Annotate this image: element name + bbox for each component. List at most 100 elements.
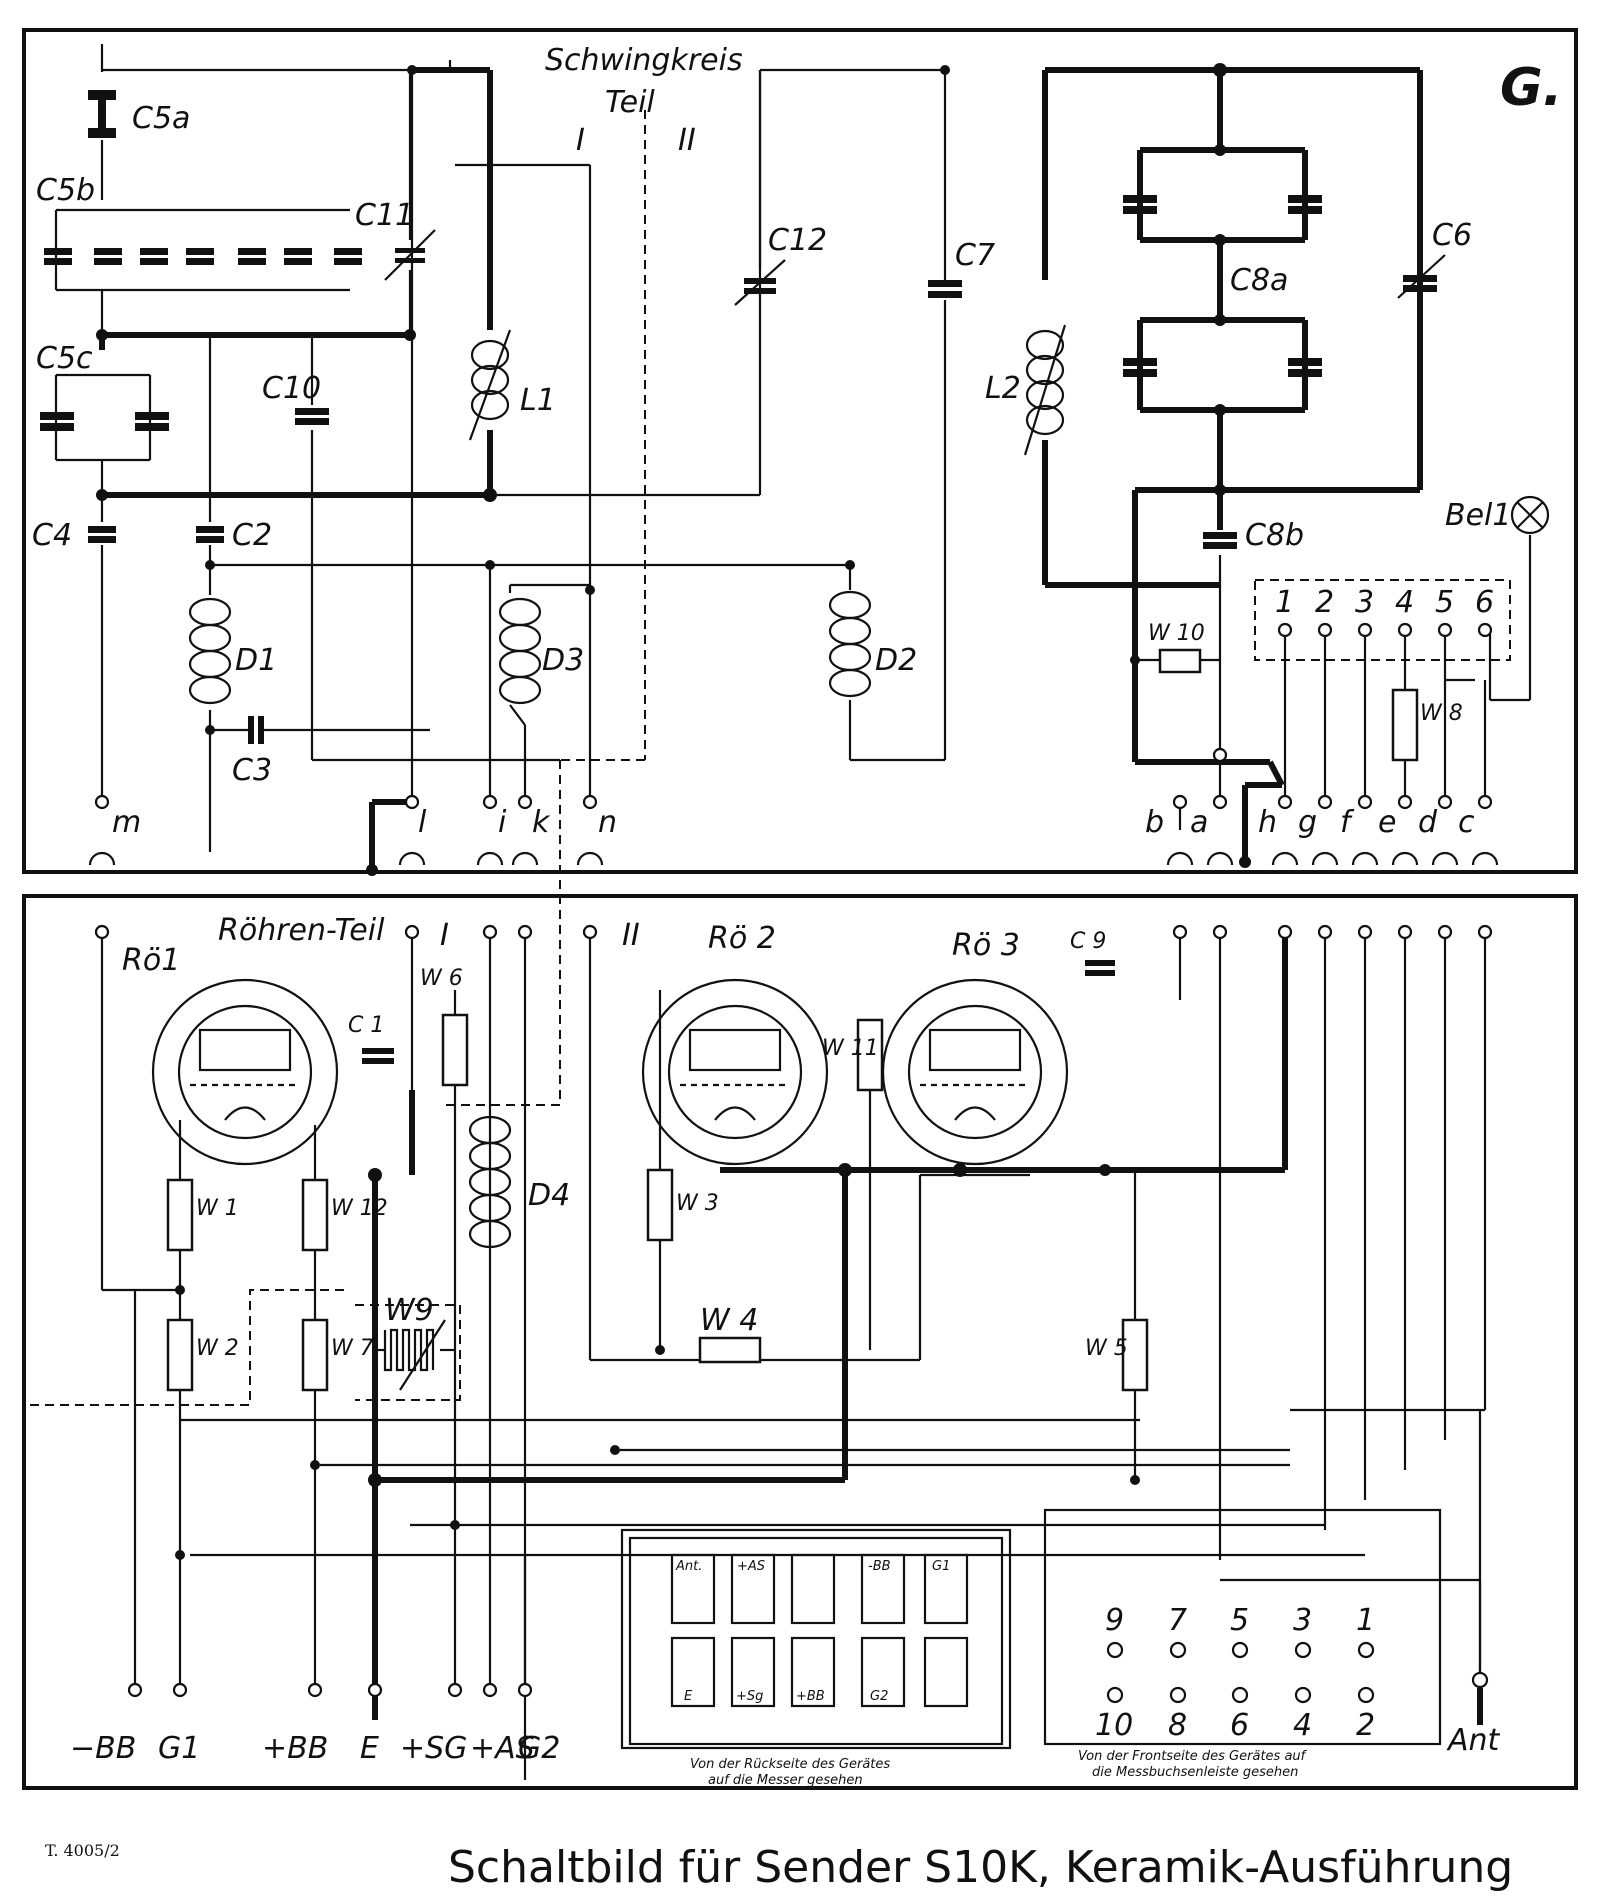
svg-text:−BB: −BB [70, 1731, 136, 1766]
resistor-W2 [166, 1318, 194, 1392]
svg-text:c: c [1458, 805, 1475, 840]
label-W5: W 5 [1085, 1336, 1128, 1361]
tube-Ro3 [881, 978, 1069, 1166]
label-C8b: C8b [1245, 518, 1304, 553]
label-Ro2: Rö 2 [708, 921, 776, 956]
inductor-L1 [468, 329, 512, 441]
svg-text:a: a [1190, 805, 1208, 840]
lamp-Bel1 [1510, 495, 1550, 535]
label-C8a: C8a [1230, 263, 1288, 298]
bottom-terminal-labels: −BB G1 +BB E +SG +AS G2 [70, 1731, 560, 1766]
socket-panel-caption-line1: Von der Frontseite des Gerätes auf [1078, 1749, 1308, 1764]
label-C3: C3 [232, 753, 272, 788]
plug-pin-labels-right: b a h g f e d c [1145, 805, 1475, 840]
label-C5a: C5a [132, 101, 190, 136]
socket-panel [1043, 1508, 1442, 1746]
oscillator-div-II: II [678, 123, 696, 158]
svg-text:e: e [1378, 805, 1396, 840]
label-W4: W 4 [700, 1303, 758, 1338]
blade-panel [620, 1528, 1012, 1750]
label-W12: W 12 [331, 1196, 388, 1221]
svg-text:+BB: +BB [796, 1689, 825, 1704]
svg-text:k: k [532, 805, 551, 840]
svg-text:b: b [1145, 805, 1164, 840]
svg-text:d: d [1418, 805, 1438, 840]
svg-text:3: 3 [1293, 1603, 1312, 1638]
choke-D4 [468, 1115, 512, 1249]
svg-text:6: 6 [1230, 1708, 1249, 1743]
svg-text:4: 4 [1293, 1708, 1312, 1743]
label-D1: D1 [235, 643, 277, 678]
svg-text:E: E [360, 1731, 379, 1766]
label-Ro1: Rö1 [122, 943, 180, 978]
jack-strip-numbers: 1 2 3 4 5 6 [1275, 585, 1494, 620]
label-W11: W 11 [822, 1036, 879, 1061]
label-W8: W 8 [1420, 701, 1463, 726]
socket-panel-caption-line2: die Messbuchsenleiste gesehen [1092, 1765, 1298, 1780]
oscillator-title-line1: Schwingkreis [545, 43, 743, 78]
svg-text:Ant.: Ant. [675, 1559, 702, 1574]
oscillator-frame [22, 28, 1578, 874]
svg-text:3: 3 [1355, 585, 1374, 620]
label-W3: W 3 [676, 1191, 719, 1216]
capacitor-C1 [362, 1048, 394, 1064]
blade-panel-labels: Ant. +AS -BB G1 E +Sg +BB G2 [675, 1559, 950, 1704]
label-C5c: C5c [36, 341, 93, 376]
junction-dots [96, 63, 1251, 1560]
resistor-W4 [698, 1336, 762, 1364]
label-W9: W9 [385, 1293, 434, 1328]
svg-text:l: l [418, 805, 427, 840]
blade-row-bottom [670, 1636, 969, 1708]
choke-D3 [498, 597, 542, 705]
oscillator-div-I: I [576, 123, 585, 158]
resistor-W11 [856, 1018, 884, 1092]
svg-text:6: 6 [1475, 585, 1494, 620]
capacitor-C6 [1397, 254, 1446, 299]
capacitor-C5a [88, 90, 116, 138]
label-W10: W 10 [1148, 621, 1205, 646]
capacitor-bank-C5b [44, 248, 362, 265]
label-W7: W 7 [331, 1336, 374, 1361]
label-W6: W 6 [420, 966, 463, 991]
svg-text:m: m [112, 805, 141, 840]
corner-mark: G. [1500, 58, 1562, 118]
svg-text:5: 5 [1230, 1603, 1249, 1638]
resistor-W3 [646, 1168, 674, 1242]
resistor-W1 [166, 1178, 194, 1252]
label-L2: L2 [985, 371, 1021, 406]
svg-text:G1: G1 [932, 1559, 950, 1574]
resistor-W10 [1158, 648, 1202, 674]
tube-section-title: Röhren-Teil [218, 913, 385, 948]
choke-D1 [188, 597, 232, 705]
tube-Ro1 [151, 978, 339, 1166]
svg-text:+Sg: +Sg [736, 1689, 763, 1704]
svg-text:h: h [1258, 805, 1277, 840]
svg-text:1: 1 [1356, 1603, 1375, 1638]
capacitor-C11 [384, 229, 436, 281]
label-W2: W 2 [196, 1336, 239, 1361]
blade-row-top [670, 1553, 969, 1625]
tube-section-div-I: I [440, 918, 449, 953]
svg-text:G2: G2 [870, 1689, 888, 1704]
potentiometer-W9 [375, 1319, 455, 1391]
label-W1: W 1 [196, 1196, 239, 1221]
label-L1: L1 [520, 383, 556, 418]
svg-text:+SG: +SG [400, 1731, 467, 1766]
svg-text:G2: G2 [518, 1731, 560, 1766]
capacitor-C7 [928, 280, 962, 298]
socket-panel-labels: 9 7 5 3 1 10 8 6 4 2 [1095, 1603, 1375, 1743]
svg-text:+AS: +AS [737, 1559, 765, 1574]
tube-frame [22, 894, 1578, 1790]
capacitor-bank-C8a [1123, 195, 1322, 377]
svg-text:f: f [1340, 805, 1355, 840]
label-D4: D4 [528, 1178, 570, 1213]
capacitor-C9 [1085, 960, 1115, 976]
resistor-W7 [301, 1318, 329, 1392]
resistor-W6 [441, 1013, 469, 1087]
capacitor-C4 [88, 526, 116, 543]
antenna-terminal [1471, 1671, 1489, 1725]
resistor-W5 [1121, 1318, 1149, 1392]
tube-Ro2 [641, 978, 829, 1166]
svg-text:1: 1 [1275, 585, 1294, 620]
